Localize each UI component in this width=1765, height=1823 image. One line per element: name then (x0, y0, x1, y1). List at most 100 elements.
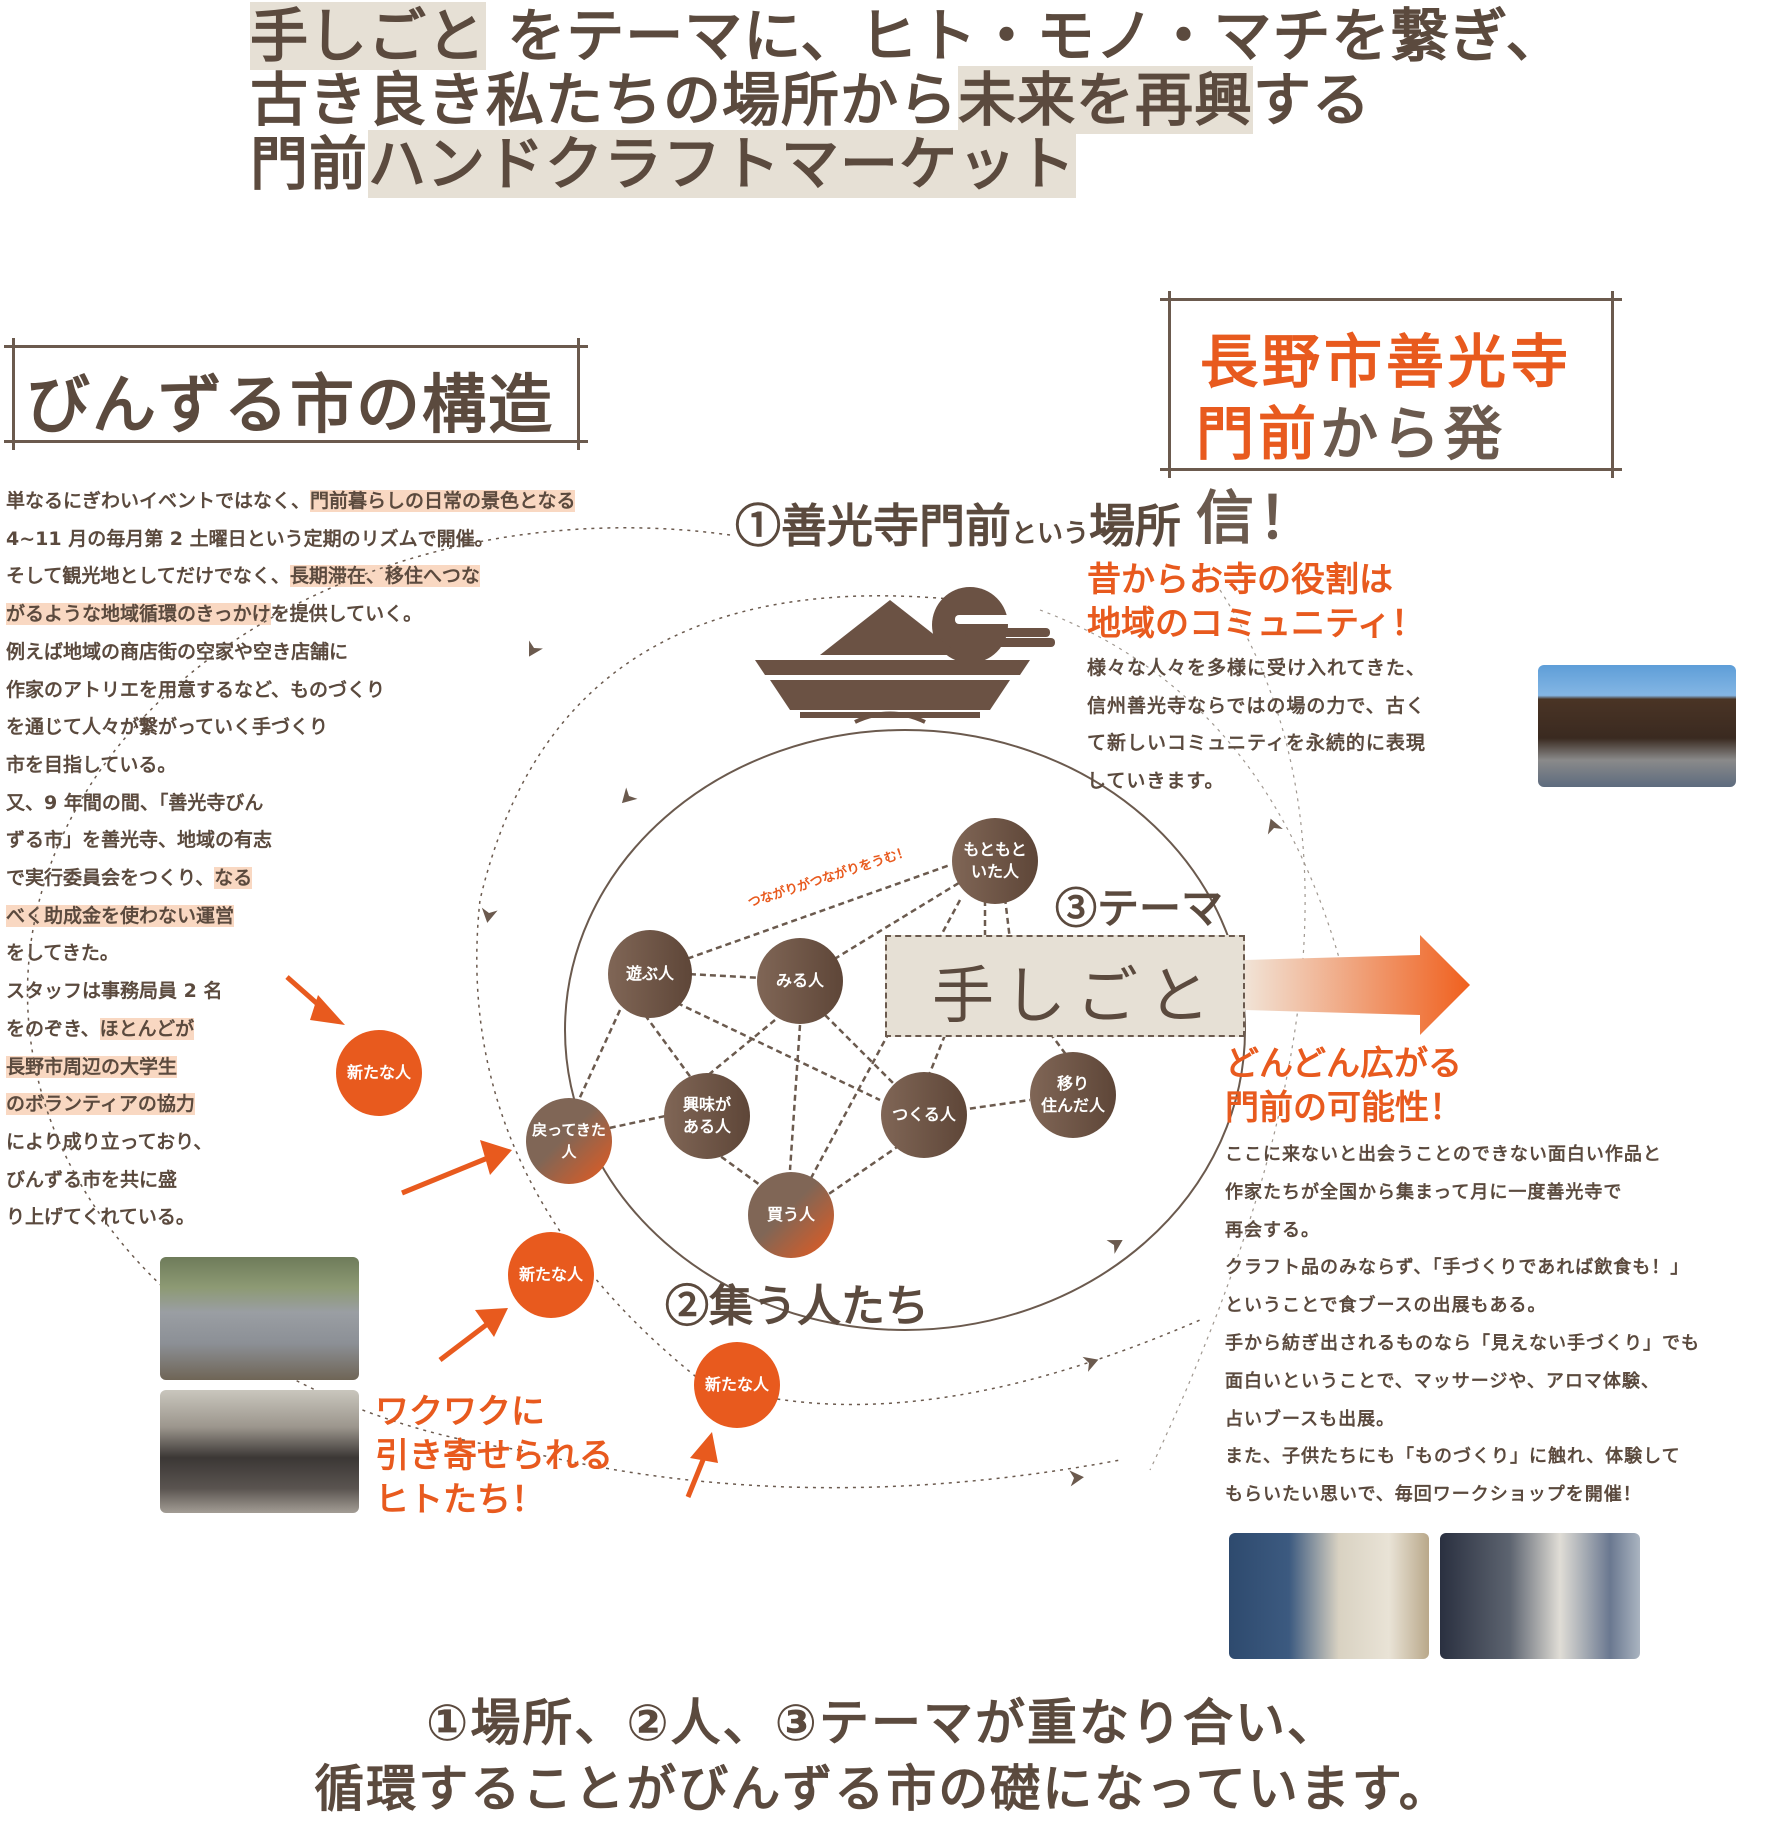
origin-line2-brown: から発信！ (1196, 400, 1507, 552)
description-line: べく助成金を使わない運営 (6, 898, 575, 936)
description-line: がるような地域循環のきっかけを提供していく。 (6, 596, 575, 634)
node-miru: みる人 (757, 938, 843, 1024)
description-line: 単なるにぎわいイベントではなく、門前暮らしの日常の景色となる (6, 483, 576, 521)
origin-line1: 長野市善光寺 (1200, 328, 1573, 396)
description-line: で実行委員会をつくり、なる (6, 860, 575, 898)
headline-highlight-market: ハンドクラフトマーケット (368, 130, 1077, 198)
headline-line3-pre: 門前 (250, 130, 369, 198)
growth-note-line: また、子供たちにも「ものづくり」に触れ、体験して (1225, 1446, 1681, 1468)
growth-note: どんどん広がる 門前の可能性！ ここに来ないと出会うことのできない面白い作品と作… (1225, 1042, 1700, 1514)
headline-line1: をテーマに、ヒト・モノ・マチを繋ぎ、 (486, 2, 1565, 70)
description-line: 市を目指している。 (6, 747, 575, 785)
highlighted-text: べく助成金を使わない運営 (6, 904, 235, 927)
description-line: を通じて人々が繋がっていく手づくり (6, 709, 575, 747)
temple-gate-photo (1538, 665, 1736, 787)
orbit-arrow-icon (1069, 1470, 1084, 1487)
temple-note-heading-2: 地域のコミュニティ！ (1087, 604, 1425, 644)
growth-note-line: 再会する。 (1225, 1219, 1320, 1241)
growth-note-line: 面白いということで、マッサージや、アロマ体験、 (1225, 1370, 1660, 1392)
text: スタッフは事務局員 2 名 (6, 980, 223, 1003)
node-kyomi: 興味が ある人 (664, 1073, 750, 1159)
description-line: びんずる市を共に盛 (6, 1162, 575, 1200)
text: り上げてくれている。 (6, 1206, 195, 1229)
growth-note-line: 手から紡ぎ出されるものなら「見えない手づくり」でも (1225, 1332, 1700, 1354)
growth-note-line: クラフト品のみならず、「手づくりであれば飲食も！」 (1225, 1257, 1690, 1279)
growth-note-line: 占いブースも出展。 (1225, 1408, 1396, 1430)
inflow-arrows (285, 975, 718, 1498)
attract-note-line: ワクワクに (375, 1392, 545, 1432)
highlighted-text: ほとんどが (99, 1017, 195, 1040)
description-line: 作家のアトリエを用意するなど、ものづくり (6, 672, 575, 710)
structure-title: びんずる市の構造 (26, 368, 554, 443)
growth-note-heading-2: 門前の可能性！ (1225, 1088, 1463, 1128)
orbit-arrow-icon (1267, 818, 1283, 835)
node-kau: 買う人 (748, 1172, 834, 1258)
orbit-arrow-icon (529, 640, 543, 657)
headline-line2-pre: 古き良き私たちの場所から (250, 66, 959, 134)
food-booth-photo (1440, 1533, 1640, 1659)
orbit-arrow-icon (1082, 1356, 1099, 1372)
highlighted-text: のボランティアの協力 (6, 1093, 195, 1116)
section-place-label: ①善光寺門前という場所 (735, 490, 1181, 556)
temple-note-line: て新しいコミュニティを永続的に表現 (1087, 732, 1426, 754)
section-theme-text: テーマ (1097, 884, 1224, 933)
growth-note-line: もらいたい思いで、毎回ワークショップを開催！ (1225, 1484, 1642, 1506)
structure-title-box: びんずる市の構造 (4, 338, 588, 450)
text: 又、9 年間の間、「善光寺びん (6, 791, 264, 814)
highlighted-text: なる (214, 867, 253, 890)
text: を提供していく。 (270, 603, 423, 626)
volunteers-photo (160, 1257, 359, 1380)
text: 市を目指している。 (6, 753, 177, 776)
description-line: そして観光地としてだけでなく、長期滞在、移住へつな (6, 558, 575, 596)
inner-orbit (564, 729, 1246, 1331)
text: ずる市」を善光寺、地域の有志 (6, 829, 273, 852)
text: そして観光地としてだけでなく、 (6, 565, 290, 588)
section-place-tail: 場所 (1089, 499, 1182, 553)
section-people-text: 集う人たち (709, 1281, 929, 1332)
origin-line2-orange: 門前 (1196, 400, 1321, 468)
description-line: 長野市周辺の大学生 (6, 1049, 575, 1087)
origin-line2: 門前から発信！ (1196, 387, 1622, 555)
footer-line-1: ①場所、②人、③テーマが重なり合い、 (425, 1694, 1339, 1752)
description-line: スタッフは事務局員 2 名 (6, 973, 575, 1011)
node-utsuri: 移り 住んだ人 (1030, 1052, 1116, 1138)
temple-note-line: 様々な人々を多様に受け入れてきた、 (1087, 657, 1426, 679)
footer-summary: ①場所、②人、③テーマが重なり合い、 循環することがびんずる市の礎になっています… (0, 1690, 1765, 1822)
text: を通じて人々が繋がっていく手づくり (6, 716, 329, 739)
node-motomoto: もともと いた人 (952, 818, 1038, 904)
temple-note-line: していきます。 (1087, 769, 1225, 792)
growth-note-line: 作家たちが全国から集まって月に一度善光寺で (1225, 1181, 1623, 1203)
headline: 手しごと をテーマに、ヒト・モノ・マチを繋ぎ、 古き良き私たちの場所から未来を再… (250, 2, 1565, 198)
theme-word: 手しごと (932, 959, 1221, 1032)
growth-note-line: ということで食ブースの出展もある。 (1225, 1295, 1547, 1317)
highlighted-text: がるような地域循環のきっかけ (6, 603, 271, 626)
origin-title-box: 長野市善光寺 門前から発信！ (1160, 291, 1622, 552)
highlighted-text: 門前暮らしの日常の景色となる (310, 490, 576, 512)
workshop-photo (1229, 1533, 1429, 1659)
section-place-small: という (1011, 519, 1090, 549)
description-line: 又、9 年間の間、「善光寺びん (6, 785, 575, 823)
text: で実行委員会をつくり、 (6, 867, 215, 890)
description-line: 例えば地域の商店街の空家や空き店舗に (6, 634, 575, 672)
node-asobu: 遊ぶ人 (608, 930, 692, 1018)
orbit-arrow-icon (481, 907, 498, 923)
text: 作家のアトリエを用意するなど、ものづくり (6, 678, 386, 701)
node-new-person-1: 新たな人 (336, 1030, 422, 1116)
text: 単なるにぎわいイベントではなく、 (6, 490, 311, 512)
temple-note-line: 信州善光寺ならではの場の力で、古く (1087, 694, 1426, 717)
description-line: をしてきた。 (6, 935, 575, 973)
crowd-photo (160, 1390, 359, 1513)
temple-note: 昔からお寺の役割は 地域のコミュニティ！ 様々な人々を多様に受け入れてきた、 信… (1087, 558, 1426, 800)
description-line: ずる市」を善光寺、地域の有志 (6, 822, 575, 860)
temple-note-heading-1: 昔からお寺の役割は (1087, 560, 1393, 600)
attract-note-line: 引き寄せられる (375, 1436, 613, 1476)
orbit-arrow-icon (621, 787, 638, 804)
text: 4~11 月の毎月第 2 土曜日という定期のリズムで開催。 (6, 527, 494, 550)
footer-line-2: 循環することがびんずる市の礎になっています。 (314, 1760, 1451, 1818)
structure-description: 単なるにぎわいイベントではなく、門前暮らしの日常の景色となる 4~11 月の毎月第… (6, 483, 576, 1237)
temple-icon (755, 587, 1055, 724)
headline-highlight-mirai: 未来を再興 (958, 66, 1254, 134)
section-place-main: 善光寺門前 (781, 499, 1011, 553)
highlighted-text: 長野市周辺の大学生 (6, 1055, 178, 1078)
growth-note-heading-1: どんどん広がる (1225, 1044, 1462, 1084)
